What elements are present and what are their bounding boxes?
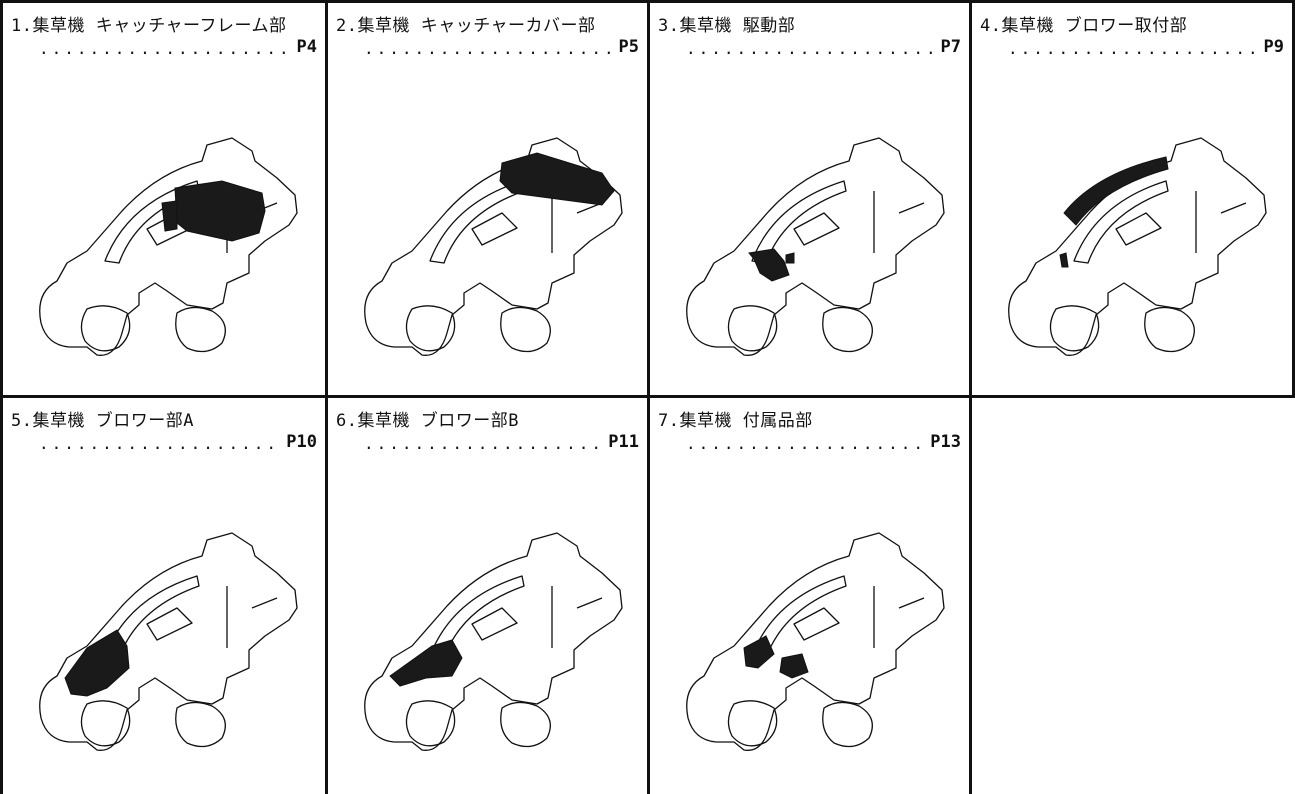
leader-dots: ................... [364, 434, 605, 453]
machine-outline-2 [471, 607, 518, 641]
machine-outline-3 [175, 701, 226, 748]
highlighted-part-0 [743, 635, 775, 669]
machine-outline-2 [471, 212, 518, 246]
highlighted-part-1 [161, 200, 178, 232]
leader-dots: .................... [1008, 39, 1261, 58]
highlighted-part-0 [64, 629, 130, 697]
cell-title: 6.集草機 ブロワー部B [336, 411, 519, 431]
highlighted-part-0 [174, 180, 266, 242]
machine-outline-1 [751, 575, 847, 659]
highlighted-part-1 [785, 252, 795, 264]
machine-outline-4 [1049, 305, 1100, 352]
index-cell-3[interactable]: 3.集草機 駆動部 .................... P7 [650, 0, 972, 398]
machine-outline-1 [429, 575, 525, 659]
machine-outline-6 [251, 597, 278, 609]
index-cell-2[interactable]: 2.集草機 キャッチャーカバー部 .................... P5 [328, 0, 650, 398]
leader-dots: .................... [39, 39, 292, 58]
cell-title: 7.集草機 付属品部 [658, 411, 813, 431]
machine-outline-4 [80, 305, 131, 352]
machine-outline-6 [898, 202, 925, 214]
machine-outline-0 [686, 137, 945, 356]
machine-outline-3 [500, 306, 551, 353]
machine-diagram [364, 532, 623, 751]
machine-outline-0 [686, 532, 945, 751]
page-reference[interactable]: P13 [930, 432, 961, 452]
machine-outline-4 [405, 700, 456, 747]
machine-outline-3 [175, 306, 226, 353]
machine-outline-0 [39, 137, 298, 356]
page-reference[interactable]: P11 [608, 432, 639, 452]
machine-diagram [1008, 137, 1267, 356]
index-cell-7[interactable]: 7.集草機 付属品部 ................... P13 [650, 398, 972, 794]
highlighted-part-0 [499, 152, 615, 206]
empty-cell [972, 398, 1295, 794]
machine-outline-6 [576, 597, 603, 609]
machine-outline-4 [727, 305, 778, 352]
machine-diagram [39, 532, 298, 751]
page-reference[interactable]: P5 [618, 37, 639, 57]
machine-outline-4 [80, 700, 131, 747]
machine-outline-3 [500, 701, 551, 748]
leader-dots: .................... [686, 39, 939, 58]
cell-title: 1.集草機 キャッチャーフレーム部 [11, 16, 287, 36]
machine-outline-3 [822, 701, 873, 748]
cell-title: 2.集草機 キャッチャーカバー部 [336, 16, 596, 36]
highlighted-part-0 [748, 248, 790, 282]
machine-diagram [686, 532, 945, 751]
machine-outline-6 [898, 597, 925, 609]
highlighted-part-1 [779, 653, 809, 679]
cell-title: 3.集草機 駆動部 [658, 16, 796, 36]
index-cell-1[interactable]: 1.集草機 キャッチャーフレーム部 .................... P… [0, 0, 328, 398]
machine-outline-3 [822, 306, 873, 353]
cell-title: 4.集草機 ブロワー取付部 [980, 16, 1188, 36]
machine-outline-2 [793, 607, 840, 641]
machine-diagram [364, 137, 623, 356]
leader-dots: ................... [39, 434, 280, 453]
page-reference[interactable]: P7 [940, 37, 961, 57]
highlighted-part-1 [1059, 252, 1069, 268]
highlighted-part-0 [389, 639, 463, 687]
machine-outline-2 [1115, 212, 1162, 246]
leader-dots: .................... [364, 39, 617, 58]
index-cell-4[interactable]: 4.集草機 ブロワー取付部 .................... P9 [972, 0, 1295, 398]
machine-outline-2 [146, 607, 193, 641]
machine-outline-3 [1144, 306, 1195, 353]
cell-title: 5.集草機 ブロワー部A [11, 411, 194, 431]
machine-diagram [686, 137, 945, 356]
machine-outline-2 [793, 212, 840, 246]
machine-outline-1 [751, 180, 847, 264]
index-cell-5[interactable]: 5.集草機 ブロワー部A ................... P10 [0, 398, 328, 794]
highlighted-part-0 [1063, 156, 1169, 226]
machine-outline-4 [405, 305, 456, 352]
leader-dots: ................... [686, 434, 927, 453]
machine-outline-6 [1220, 202, 1247, 214]
machine-diagram [39, 137, 298, 356]
page-reference[interactable]: P4 [296, 37, 317, 57]
machine-outline-1 [104, 575, 200, 659]
machine-outline-1 [1073, 180, 1169, 264]
index-cell-6[interactable]: 6.集草機 ブロワー部B ................... P11 [328, 398, 650, 794]
machine-outline-4 [727, 700, 778, 747]
machine-outline-1 [429, 180, 525, 264]
machine-outline-0 [39, 532, 298, 751]
page-reference[interactable]: P9 [1263, 37, 1284, 57]
machine-outline-0 [364, 532, 623, 751]
page-reference[interactable]: P10 [286, 432, 317, 452]
